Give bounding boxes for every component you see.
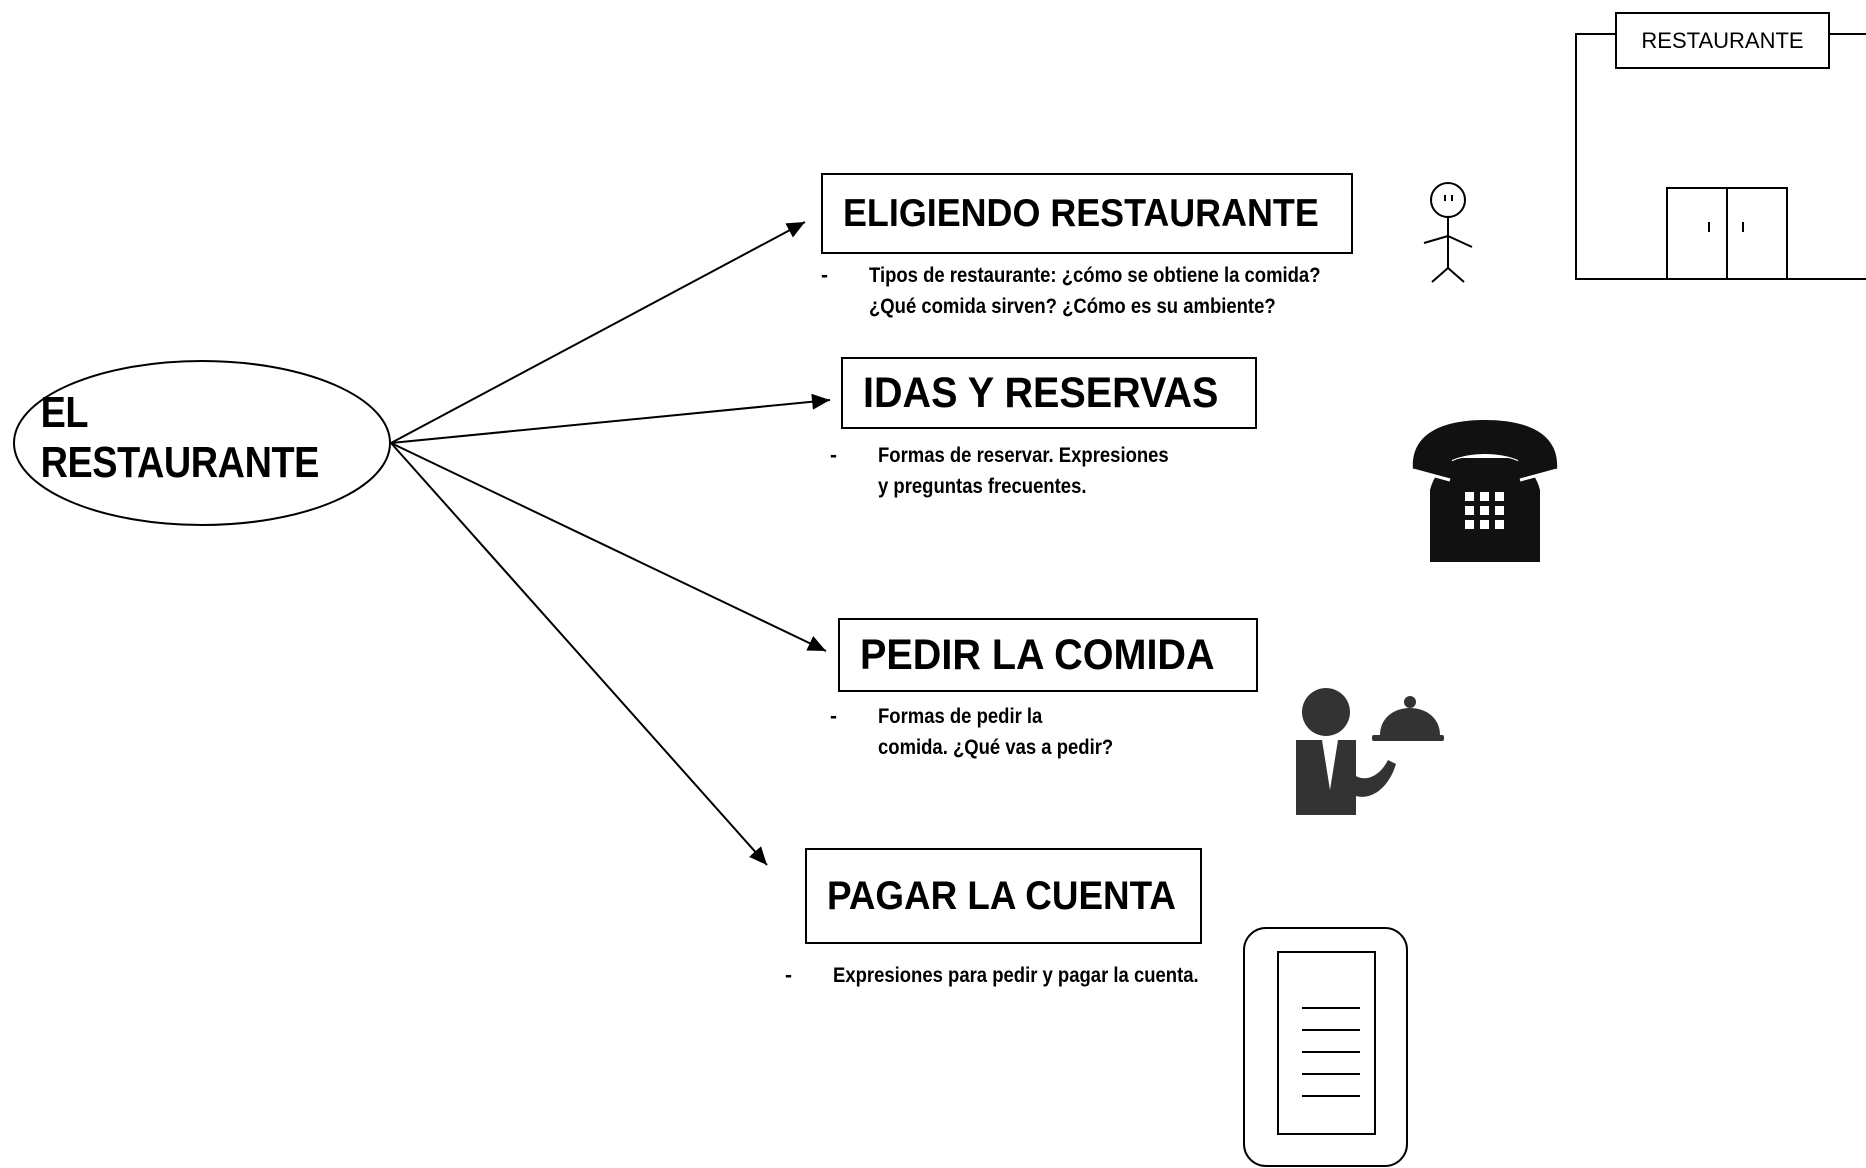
note-line: ¿Qué comida sirven? ¿Cómo es su ambiente… <box>869 295 1276 318</box>
arrow-to-pagar <box>390 442 768 866</box>
topic-box-idas: IDAS Y RESERVAS <box>841 357 1257 429</box>
note-line: comida. ¿Qué vas a pedir? <box>878 736 1114 759</box>
note-line: Formas de reservar. Expresiones <box>878 444 1169 467</box>
topic-title: IDAS Y RESERVAS <box>863 368 1219 417</box>
bullet-dash: - <box>785 964 792 987</box>
restaurant-sign: RESTAURANTE <box>1615 12 1830 69</box>
central-node-ellipse <box>13 360 391 526</box>
topic-box-pagar: PAGAR LA CUENTA <box>805 848 1202 944</box>
bullet-dash: - <box>821 264 828 287</box>
restaurant-building-icon <box>1575 33 1866 280</box>
topic-box-pedir: PEDIR LA COMIDA <box>838 618 1258 692</box>
telephone-icon <box>1412 420 1558 562</box>
note-line: Expresiones para pedir y pagar la cuenta… <box>833 964 1199 987</box>
note-line: Tipos de restaurante: ¿cómo se obtiene l… <box>869 264 1321 287</box>
topic-title: PAGAR LA CUENTA <box>827 873 1176 918</box>
stick-figure-icon <box>1423 182 1473 283</box>
topic-title: PEDIR LA COMIDA <box>860 630 1215 679</box>
note-line: y preguntas frecuentes. <box>878 475 1087 498</box>
arrow-to-idas <box>390 393 831 444</box>
topic-title: ELIGIENDO RESTAURANTE <box>843 191 1319 235</box>
bullet-dash: - <box>830 705 837 728</box>
bill-icon <box>1243 927 1408 1167</box>
arrow-to-pedir <box>390 442 827 652</box>
note-line: Formas de pedir la <box>878 705 1043 728</box>
topic-box-eligiendo: ELIGIENDO RESTAURANTE <box>821 173 1353 254</box>
arrow-to-eligiendo <box>390 221 806 444</box>
waiter-icon <box>1296 688 1444 815</box>
bullet-dash: - <box>830 444 837 467</box>
central-node-label: EL RESTAURANTE <box>40 388 320 487</box>
